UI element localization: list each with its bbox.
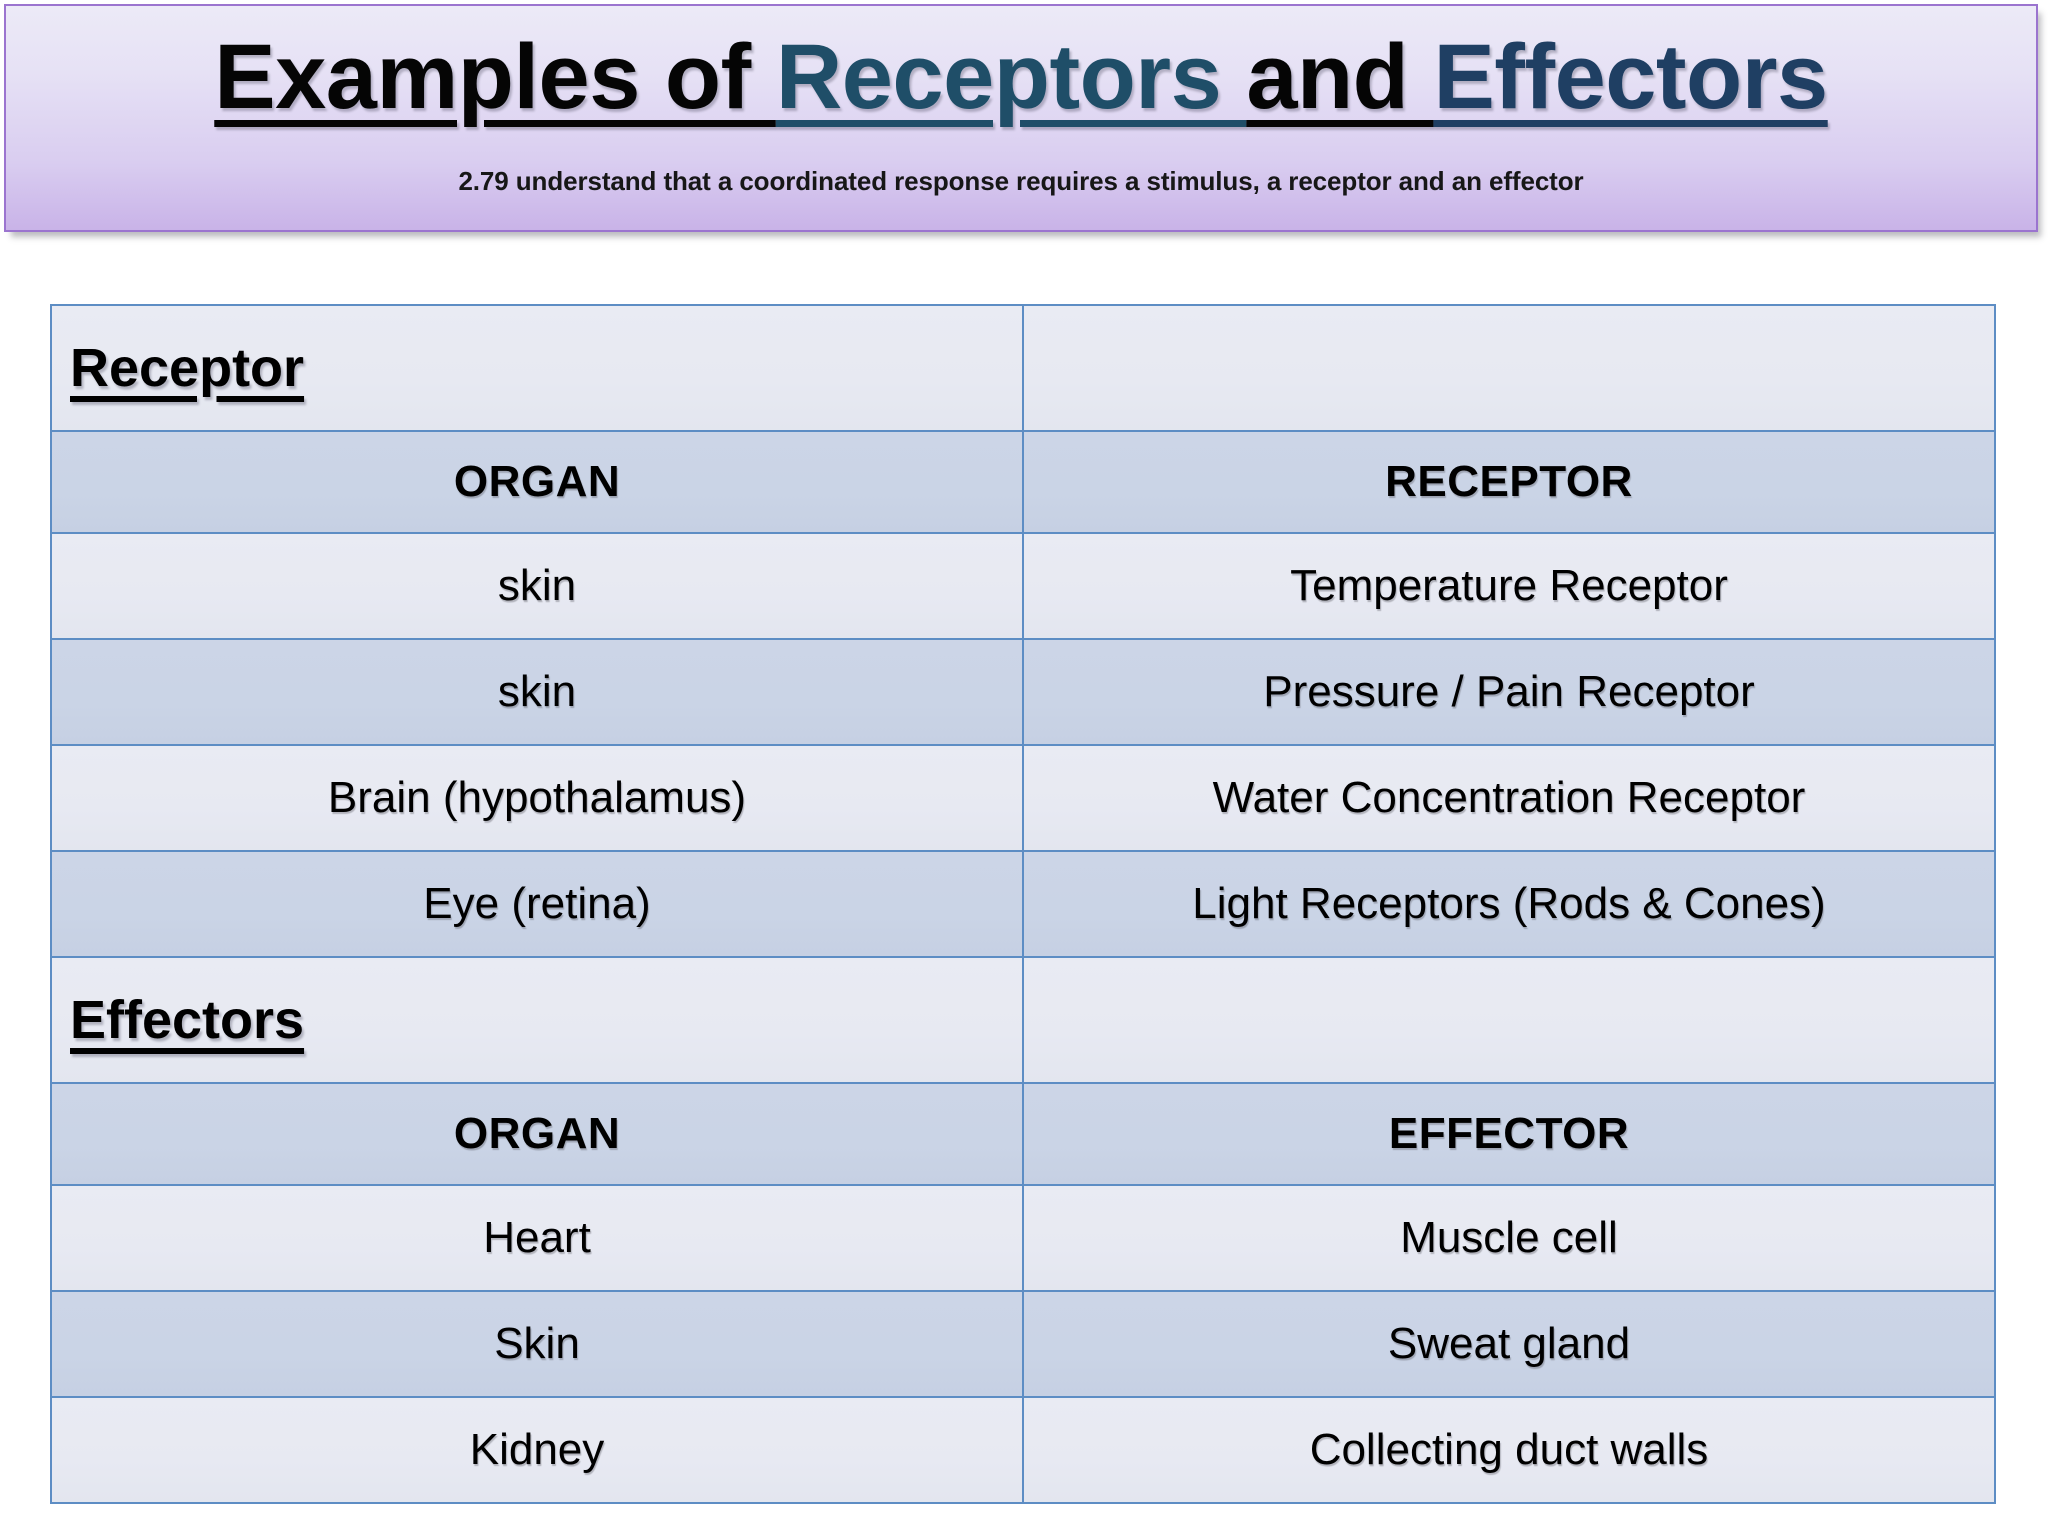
section-heading-label: Effectors xyxy=(70,990,305,1050)
column-header-organ: ORGAN xyxy=(50,430,1024,534)
cell-effector: Sweat gland xyxy=(1022,1290,1996,1398)
section-heading-row-receptor: Receptor xyxy=(50,304,1996,432)
cell-organ: Skin xyxy=(50,1290,1024,1398)
table-row: Skin Sweat gland xyxy=(50,1290,1996,1398)
title-part-4: Effectors xyxy=(1433,26,1828,128)
cell-receptor: Water Concentration Receptor xyxy=(1022,744,1996,852)
title-banner: Examples of Receptors and Effectors 2.79… xyxy=(4,4,2038,232)
section-heading-cell-effectors-right xyxy=(1022,956,1996,1084)
column-header-receptor: RECEPTOR xyxy=(1022,430,1996,534)
title-part-3: and xyxy=(1246,26,1434,128)
column-header-row-effectors: ORGAN EFFECTOR xyxy=(50,1082,1996,1186)
table-row: skin Temperature Receptor xyxy=(50,532,1996,640)
table-row: Eye (retina) Light Receptors (Rods & Con… xyxy=(50,850,1996,958)
table-row: Kidney Collecting duct walls xyxy=(50,1396,1996,1504)
section-heading-cell-receptor-right xyxy=(1022,304,1996,432)
cell-effector: Muscle cell xyxy=(1022,1184,1996,1292)
section-heading-row-effectors: Effectors xyxy=(50,956,1996,1084)
cell-receptor: Light Receptors (Rods & Cones) xyxy=(1022,850,1996,958)
section-heading-cell-receptor: Receptor xyxy=(50,304,1024,432)
title-part-1: Examples of xyxy=(214,26,776,128)
page-title: Examples of Receptors and Effectors xyxy=(6,26,2036,128)
column-header-row-receptor: ORGAN RECEPTOR xyxy=(50,430,1996,534)
title-part-2: Receptors xyxy=(775,26,1247,128)
column-header-organ: ORGAN xyxy=(50,1082,1024,1186)
section-heading-label: Receptor xyxy=(70,338,305,398)
cell-receptor: Pressure / Pain Receptor xyxy=(1022,638,1996,746)
cell-organ: Brain (hypothalamus) xyxy=(50,744,1024,852)
cell-organ: skin xyxy=(50,638,1024,746)
cell-organ: Heart xyxy=(50,1184,1024,1292)
table-row: skin Pressure / Pain Receptor xyxy=(50,638,1996,746)
table-row: Brain (hypothalamus) Water Concentration… xyxy=(50,744,1996,852)
column-header-effector: EFFECTOR xyxy=(1022,1082,1996,1186)
cell-effector: Collecting duct walls xyxy=(1022,1396,1996,1504)
table-row: Heart Muscle cell xyxy=(50,1184,1996,1292)
receptors-effectors-table: Receptor ORGAN RECEPTOR skin Temperature… xyxy=(50,304,1996,1504)
cell-organ: Kidney xyxy=(50,1396,1024,1504)
cell-organ: skin xyxy=(50,532,1024,640)
page-subtitle: 2.79 understand that a coordinated respo… xyxy=(458,166,1584,196)
section-heading-cell-effectors: Effectors xyxy=(50,956,1024,1084)
cell-receptor: Temperature Receptor xyxy=(1022,532,1996,640)
cell-organ: Eye (retina) xyxy=(50,850,1024,958)
